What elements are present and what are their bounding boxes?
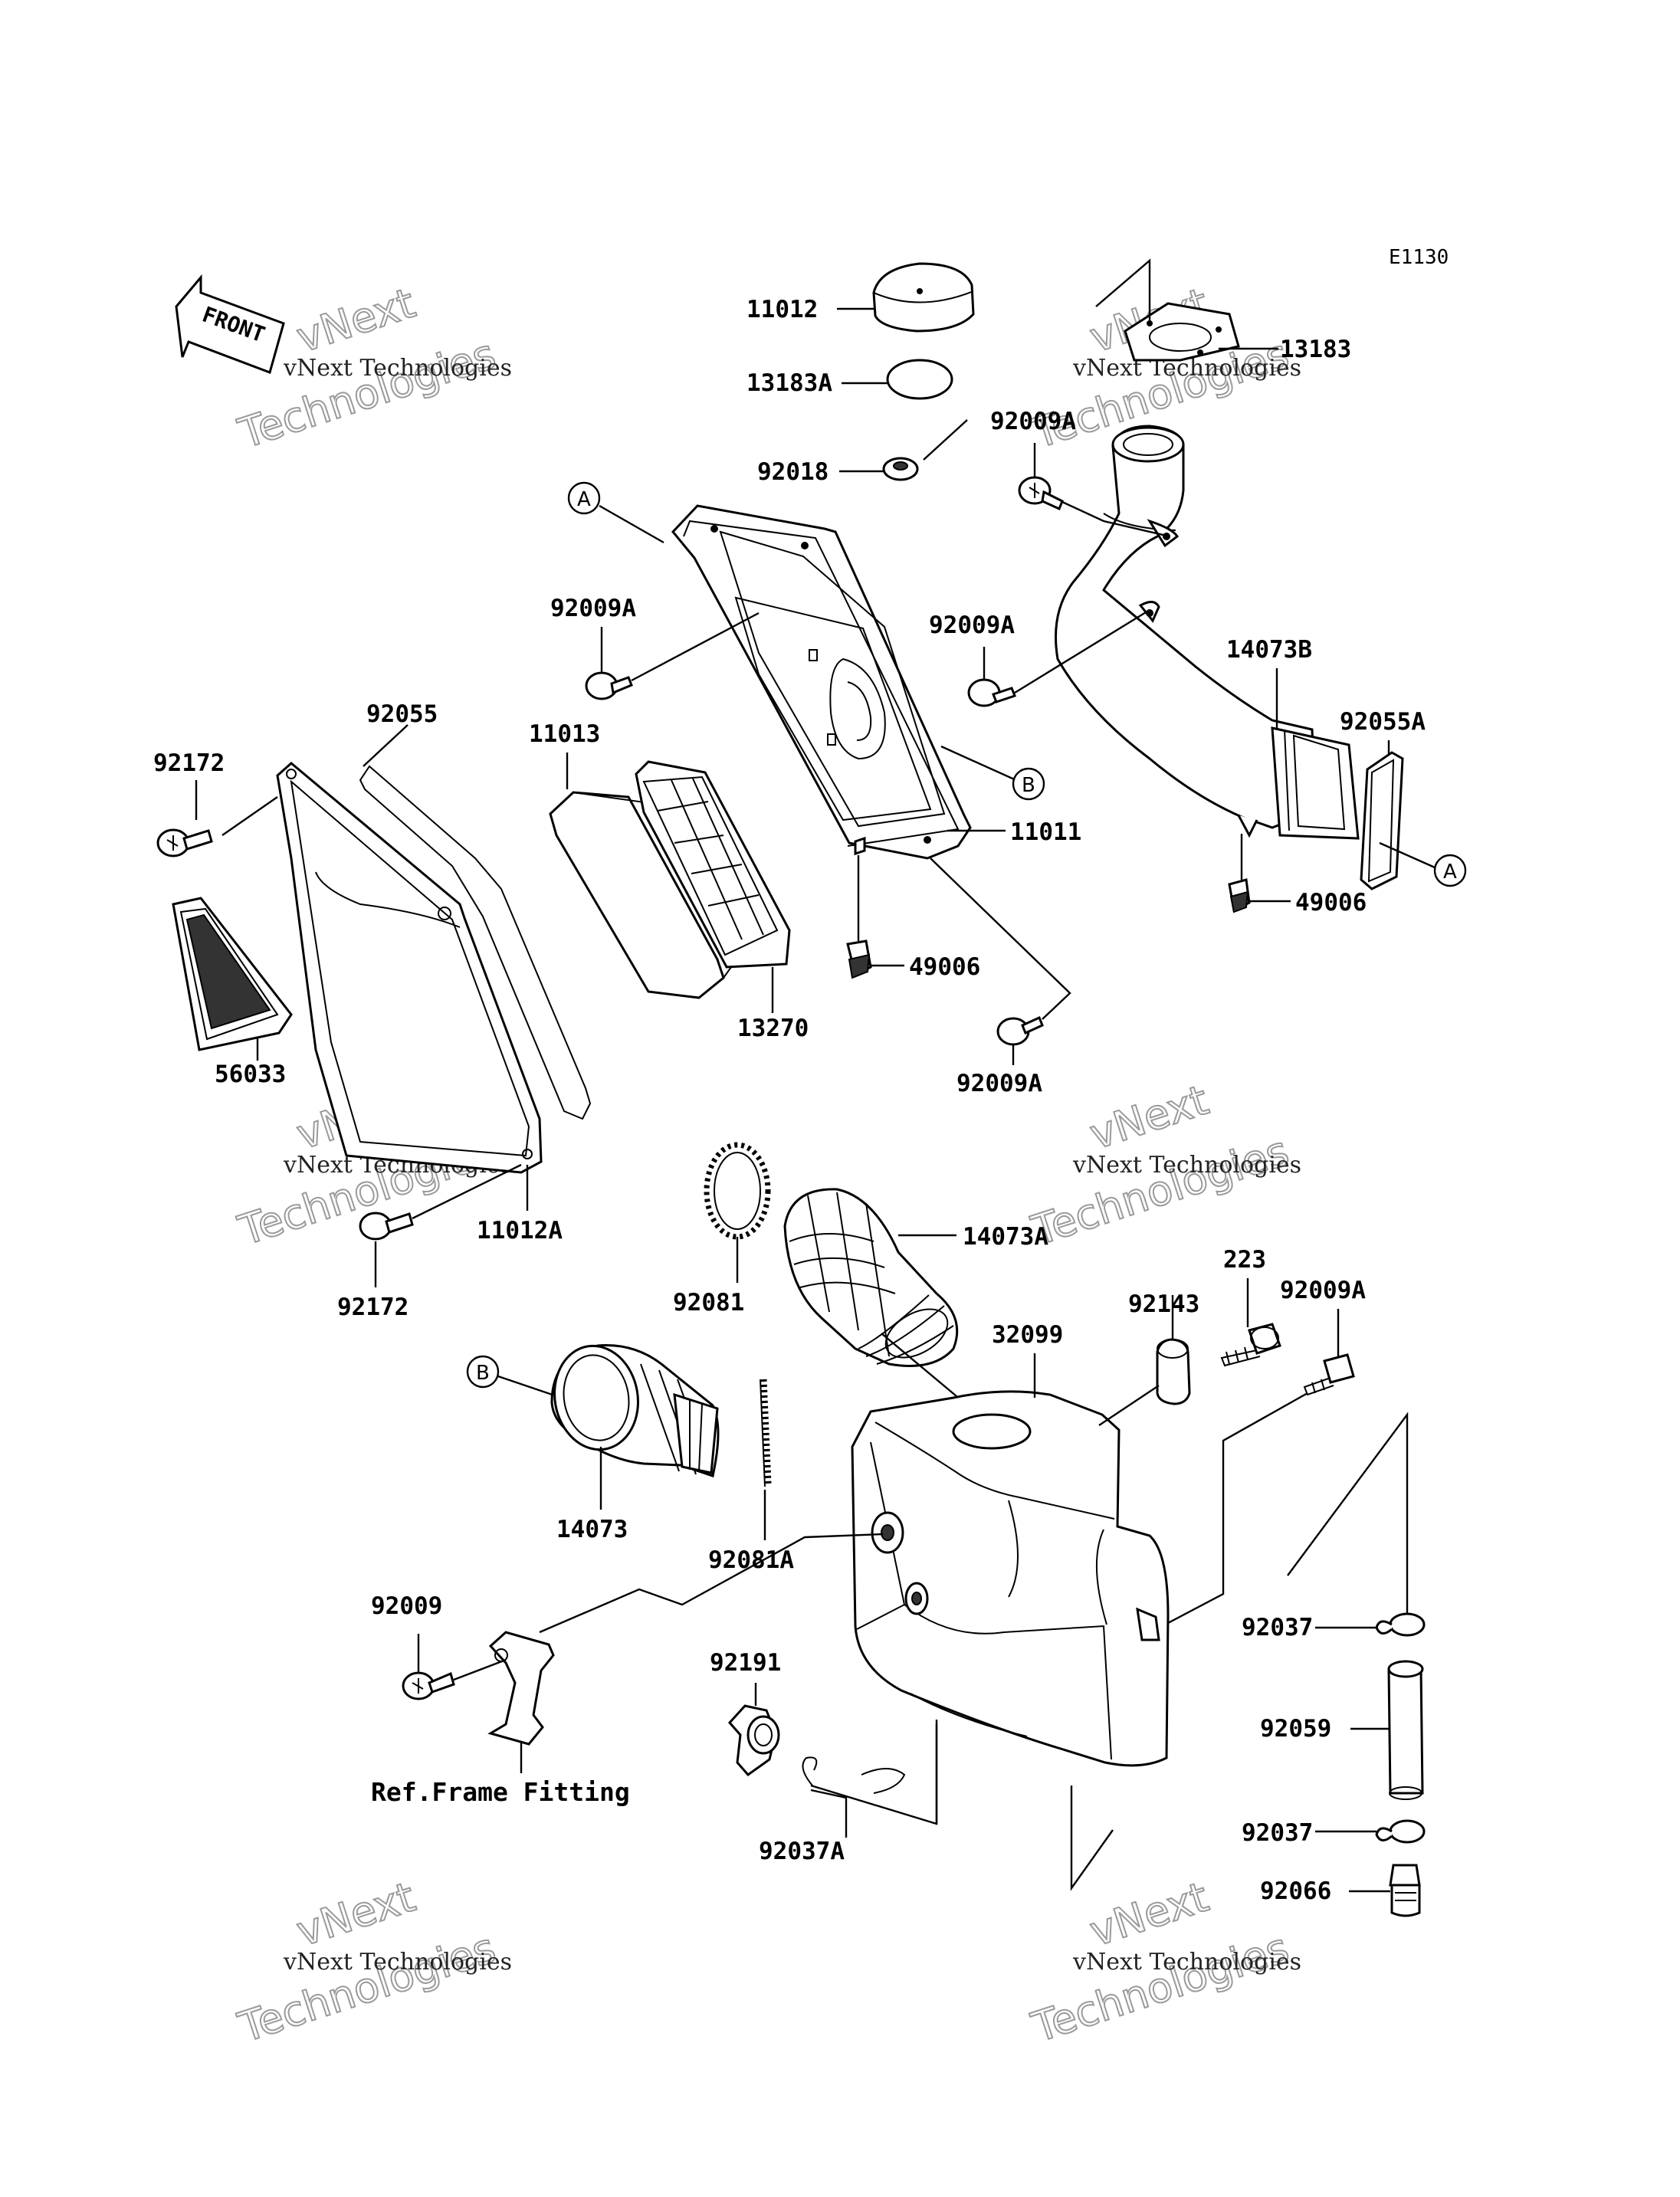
clip-92037-bottom <box>1375 1819 1426 1844</box>
boot-14073 <box>550 1344 720 1477</box>
watermark-technologies: Technologies <box>233 1923 501 2051</box>
label-92018: 92018 <box>757 458 829 486</box>
bolt-92009 <box>402 1671 455 1700</box>
bolt-92009a-top <box>1018 476 1064 511</box>
bolt-92172-bottom <box>359 1212 414 1241</box>
svg-text:A: A <box>1443 861 1457 884</box>
watermark-text: vNext Technologies <box>1072 1152 1301 1179</box>
case-11011 <box>671 504 972 860</box>
svg-text:B: B <box>476 1362 490 1385</box>
label-92059: 92059 <box>1260 1715 1331 1743</box>
watermark-mid-right: vNext Technologies vNext Technologies <box>1025 1075 1301 1256</box>
callout-b-right: B <box>1012 767 1045 801</box>
label-92143: 92143 <box>1128 1290 1199 1318</box>
callout-a-top: A <box>567 481 601 515</box>
watermark-technologies: Technologies <box>1026 1126 1294 1254</box>
label-92009a-right: 92009A <box>1280 1277 1366 1304</box>
bracket-frame-fitting <box>487 1631 555 1746</box>
label-92172-top: 92172 <box>153 749 225 777</box>
label-13270: 13270 <box>737 1015 809 1042</box>
label-92055a: 92055A <box>1340 708 1426 736</box>
label-92172-bottom: 92172 <box>337 1294 409 1321</box>
svg-text:A: A <box>577 488 591 511</box>
plate-13183a <box>886 359 953 400</box>
washer-92018 <box>882 457 919 481</box>
label-49006-right: 49006 <box>1295 889 1367 917</box>
plate-13183 <box>1124 302 1240 362</box>
cap-11012 <box>872 262 975 333</box>
watermark-vnext: vNext <box>1084 1076 1215 1159</box>
fitting-49006-right <box>1228 878 1251 913</box>
clip-92037a <box>802 1756 906 1794</box>
gasket-92055a <box>1360 751 1404 890</box>
watermark-text: vNext Technologies <box>1072 1949 1301 1976</box>
label-92009a-mid: 92009A <box>929 612 1015 639</box>
watermark-top-left: vNext Technologies vNext Technologies <box>232 278 512 459</box>
label-11012: 11012 <box>746 296 818 323</box>
watermark-text: vNext Technologies <box>283 1949 512 1976</box>
label-92081: 92081 <box>673 1289 744 1317</box>
label-92191: 92191 <box>710 1649 781 1677</box>
label-223: 223 <box>1223 1246 1266 1274</box>
filter-frame-13270 <box>635 760 791 969</box>
label-49006-mid: 49006 <box>909 953 980 981</box>
label-13183: 13183 <box>1280 336 1351 363</box>
watermark-technologies: Technologies <box>1026 1923 1294 2051</box>
part-labels: 11012 13183A 92018 13183 92009A 92009A 9… <box>153 296 1426 1905</box>
label-13183a: 13183A <box>746 369 832 397</box>
bolt-92009a-left <box>585 671 633 700</box>
label-92009: 92009 <box>371 1592 442 1620</box>
bolt-92009a-mid <box>967 678 1016 707</box>
label-92009a-lower: 92009A <box>956 1070 1042 1097</box>
bolt-92172-top <box>156 828 213 857</box>
watermark-bottom-left: vNext Technologies vNext Technologies <box>232 1872 512 2053</box>
label-11011: 11011 <box>1010 818 1081 846</box>
clamp-92081a <box>760 1379 772 1487</box>
label-92066: 92066 <box>1260 1877 1331 1905</box>
clip-92037-top <box>1375 1612 1426 1637</box>
callout-a-right: A <box>1433 854 1467 887</box>
tank-32099 <box>851 1390 1170 1767</box>
watermark-vnext: vNext <box>291 279 422 362</box>
watermark-vnext: vNext <box>1084 1873 1215 1956</box>
fitting-49006-mid <box>846 939 872 979</box>
svg-text:B: B <box>1022 774 1035 797</box>
plug-92066 <box>1389 1864 1421 1917</box>
front-arrow-icon: FRONT <box>175 274 285 374</box>
label-92055: 92055 <box>366 700 438 728</box>
label-32099: 32099 <box>992 1321 1063 1349</box>
hose-92059 <box>1387 1660 1424 1800</box>
gasket-92055 <box>359 765 592 1120</box>
diagram-code: E1130 <box>1389 246 1449 269</box>
watermark-vnext: vNext <box>291 1873 422 1956</box>
label-14073a: 14073A <box>963 1223 1048 1251</box>
label-14073b: 14073B <box>1226 636 1312 664</box>
cover-11012a <box>276 762 543 1174</box>
label-92009a-left: 92009A <box>550 595 636 622</box>
ref-frame-fitting-note: Ref.Frame Fitting <box>371 1777 630 1807</box>
label-56033: 56033 <box>215 1061 286 1088</box>
label-11012a: 11012A <box>477 1217 563 1244</box>
bolt-92009a-lower <box>996 1015 1044 1046</box>
label-plate-56033 <box>172 897 293 1051</box>
label-11013: 11013 <box>529 720 600 748</box>
label-92037-bottom: 92037 <box>1242 1819 1313 1847</box>
label-92037-top: 92037 <box>1242 1614 1313 1641</box>
boot-14073a <box>783 1188 959 1367</box>
duct-14073b <box>1055 425 1360 840</box>
label-92081a: 92081A <box>708 1546 794 1574</box>
elbow-92191 <box>727 1704 780 1777</box>
watermark-text: vNext Technologies <box>283 355 512 382</box>
label-14073: 14073 <box>556 1516 628 1543</box>
label-92037a: 92037A <box>759 1838 845 1865</box>
label-92009a-top: 92009A <box>990 408 1076 435</box>
bolt-223 <box>1220 1323 1281 1367</box>
callout-b-left: B <box>466 1355 500 1389</box>
clamp-92081 <box>704 1142 771 1240</box>
collar-92143 <box>1156 1338 1191 1405</box>
bolt-92009a-right <box>1303 1353 1355 1396</box>
